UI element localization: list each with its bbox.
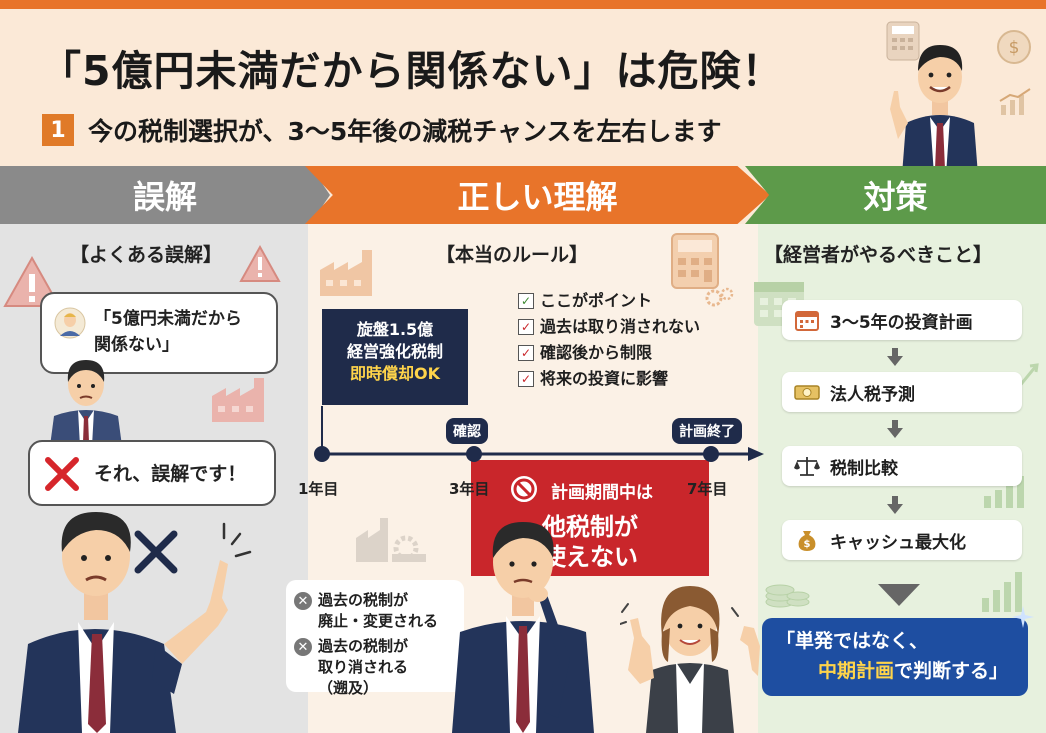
- checklist-item: ✓過去は取り消されない: [518, 314, 700, 340]
- restriction-line-1: 他税制が: [542, 513, 638, 541]
- quote-line-2: 関係ない」: [94, 335, 179, 355]
- page-title: 「5億円未満だから関係ない」は危険！: [40, 47, 784, 95]
- step-tax-forecast: 法人税予測: [782, 372, 1022, 412]
- money-bill-icon: [794, 385, 820, 400]
- balance-scale-icon: [794, 457, 820, 476]
- green-check-icon: ✓: [518, 293, 534, 309]
- businessman-avatar-icon: [54, 307, 86, 339]
- plan-end-label: 計画終了: [672, 418, 742, 444]
- calendar-icon: [795, 311, 819, 331]
- measures-heading: 【経営者がやるべきこと】: [764, 244, 993, 266]
- big-down-arrow: [878, 584, 920, 606]
- coin-stack-icon: [765, 584, 810, 608]
- red-check-icon: ✓: [518, 371, 534, 387]
- wrong-belief-item: ✕ 過去の税制が取り消される（遡及）: [294, 636, 456, 699]
- quote-line-1: 「5億円未満だから: [94, 309, 242, 329]
- step-label: キャッシュ最大化: [830, 532, 966, 553]
- bar-chart-icon: [984, 476, 1024, 508]
- gears-icon: [705, 287, 734, 307]
- banner-measures: 対策: [745, 166, 1046, 224]
- checklist-item: ✓確認後から制限: [518, 340, 700, 366]
- red-x-icon: [45, 457, 79, 491]
- flow-arrow-down: [887, 348, 903, 366]
- checklist-item: ✓ここがポイント: [518, 288, 700, 314]
- step-tax-comparison: 税制比較: [782, 446, 1022, 486]
- wrong-belief-item: ✕ 過去の税制が廃止・変更される: [294, 590, 456, 632]
- year-7-label: 7年目: [687, 480, 728, 498]
- pointing-businessman-illustration: [18, 512, 252, 733]
- restriction-title: 計画期間中は: [551, 483, 653, 503]
- gray-x-circle-icon: ✕: [294, 638, 312, 656]
- confirm-label: 確認: [446, 418, 488, 444]
- presenter-businessman-illustration: [890, 45, 978, 175]
- factory-icon: [212, 378, 264, 422]
- yen-coin-icon: $: [997, 30, 1031, 64]
- timeline-dot-year3: [466, 446, 482, 462]
- top-accent-bar: [0, 0, 1046, 9]
- cheering-businesswoman-illustration: [620, 586, 760, 733]
- step-label: 3〜5年の投資計画: [830, 312, 973, 333]
- rule-heading: 【本当のルール】: [436, 244, 589, 266]
- restriction-line-2: 使えない: [542, 543, 638, 571]
- navy-x-mark-icon: [134, 530, 178, 574]
- svg-text:$: $: [804, 539, 811, 550]
- conclusion-line-2: 中期計画で判断する」: [776, 656, 1014, 686]
- year-1-label: 1年目: [298, 480, 339, 498]
- step-label: 税制比較: [830, 458, 898, 479]
- warning-triangle-icon: [239, 244, 281, 282]
- page-subtitle: 今の税制選択が、3〜5年後の減税チャンスを左右します: [88, 117, 722, 146]
- tax-box-line-1: 旋盤1.5億: [356, 320, 434, 339]
- conclusion-box: 「単発ではなく、 中期計画で判断する」: [762, 618, 1028, 696]
- conclusion-highlight: 中期計画: [817, 660, 894, 682]
- gray-x-circle-icon: ✕: [294, 592, 312, 610]
- number-badge: 1: [42, 114, 74, 146]
- timeline-dot-year1: [314, 446, 330, 462]
- misconception-speech-bubble: 「5億円未満だから 関係ない」: [40, 292, 278, 374]
- tax-box-line-2: 経営強化税制: [346, 342, 443, 361]
- step-cash-maximization: $ キャッシュ最大化: [782, 520, 1022, 560]
- misconception-heading: 【よくある誤解】: [70, 244, 223, 266]
- prohibited-icon: [511, 476, 537, 502]
- header: 「5億円未満だから関係ない」は危険！ 1 今の税制選択が、3〜5年後の減税チャン…: [0, 9, 1046, 175]
- growth-chart-icon: [999, 88, 1031, 115]
- worried-businessman-illustration: [50, 360, 122, 446]
- subtitle-row: 1 今の税制選択が、3〜5年後の減税チャンスを左右します: [42, 112, 722, 148]
- factory-icon: [320, 250, 372, 296]
- red-check-icon: ✓: [518, 345, 534, 361]
- step-label: 法人税予測: [830, 384, 915, 405]
- flow-arrow-down: [887, 420, 903, 438]
- thinking-businessman-illustration: [452, 522, 594, 733]
- calculator-icon: [886, 21, 920, 61]
- conclusion-line-1: 「単発ではなく、: [776, 630, 929, 652]
- correction-speech-bubble: それ、誤解です！: [28, 440, 276, 506]
- flow-arrow-down: [887, 496, 903, 514]
- banner-correct-understanding: 正しい理解: [305, 166, 770, 224]
- correction-text: それ、誤解です！: [94, 463, 247, 485]
- tax-system-box: 旋盤1.5億 経営強化税制 即時償却OK: [322, 309, 468, 405]
- money-bag-icon: $: [798, 531, 816, 551]
- tax-box-line-3: 即時償却OK: [349, 364, 440, 383]
- point-checklist: ✓ここがポイント ✓過去は取り消されない ✓確認後から制限 ✓将来の投資に影響: [518, 288, 700, 392]
- banner-misconception: 誤解: [0, 166, 330, 224]
- red-check-icon: ✓: [518, 319, 534, 335]
- wrong-beliefs-box: ✕ 過去の税制が廃止・変更される ✕ 過去の税制が取り消される（遡及）: [286, 580, 464, 697]
- svg-text:$: $: [1009, 38, 1020, 58]
- sparkle-icon: [1012, 606, 1034, 628]
- bar-chart-icon: [982, 572, 1022, 612]
- calculator-icon: [671, 233, 719, 289]
- timeline-dot-year7: [703, 446, 719, 462]
- step-investment-plan: 3〜5年の投資計画: [782, 300, 1022, 340]
- timeline: [314, 406, 764, 462]
- checklist-item: ✓将来の投資に影響: [518, 366, 700, 392]
- factory-gear-icon: [356, 518, 426, 562]
- year-3-label: 3年目: [449, 480, 490, 498]
- conclusion-rest: で判断する」: [893, 660, 1008, 682]
